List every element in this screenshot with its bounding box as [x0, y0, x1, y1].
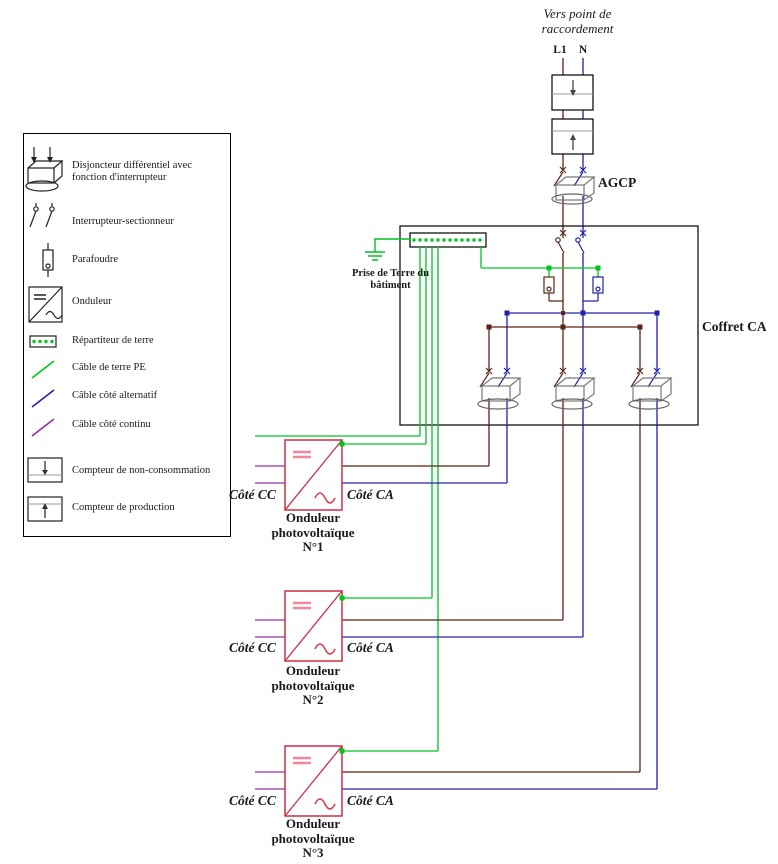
neutral-n-label: N: [578, 44, 588, 56]
legend-label-ac-cable: Câble côté alternatif: [72, 390, 158, 401]
inverter-1-name-line3: N°1: [302, 539, 324, 554]
dc-wires: [255, 465, 285, 790]
legend-label-non-consumption-meter: Compteur de non-consommation: [72, 465, 211, 476]
inverter-3-name-line2: photovoltaïque: [271, 830, 355, 846]
legend-label-earth-cable: Câble de terre PE: [72, 362, 146, 373]
earth-busbar: [409, 232, 487, 248]
non-consumption-meter: [551, 74, 594, 111]
inverter-2-symbol: [284, 590, 345, 662]
inverter-3-dc-side-label: Côté CC: [229, 793, 276, 808]
coffret-ca-box: [399, 225, 699, 426]
inverter-3-ac-side-label: Côté CA: [347, 793, 394, 808]
inverter-2-ac-side-label: Côté CA: [347, 640, 394, 655]
coffret-ca-label: Coffret CA: [702, 319, 767, 334]
legend-label-dc-cable: Câble côté continu: [72, 419, 151, 430]
circuit-breaker-3: [628, 367, 673, 410]
legend-label-switch-disconnector: Interrupteur-sectionneur: [72, 216, 174, 227]
destination-label: Vers point de raccordement: [541, 6, 614, 36]
circuit-breaker-1: [477, 367, 522, 410]
agcp-label: AGCP: [598, 175, 637, 190]
pe-wires: [255, 247, 599, 752]
circuit-breaker-2: [551, 367, 596, 410]
legend-label-rcd-breaker: Disjoncteur différentiel avec fonction d…: [72, 160, 192, 183]
inverter-2-name: Onduleur photovoltaïque N°2: [257, 663, 369, 708]
surge-protectors: [543, 276, 604, 302]
switch-disconnectors: [555, 229, 587, 254]
inverter-2-dc-side-label: Côté CC: [229, 640, 276, 655]
inverter-2-name-line3: N°2: [302, 692, 324, 707]
inverter-1-name-line2: photovoltaïque: [271, 524, 355, 540]
ac-cable-icon: [31, 389, 55, 408]
distribution-buses: [488, 312, 658, 370]
inverter-3-symbol: [284, 745, 345, 817]
inverter-1-ac-side-label: Côté CA: [347, 487, 394, 502]
agcp-breaker-symbol: [551, 166, 596, 205]
legend-label-surge-protector: Parafoudre: [72, 254, 119, 265]
earth-busbar-icon: [29, 335, 57, 348]
phase-l1-label: L1: [553, 44, 567, 56]
inverter-1-symbol: [284, 439, 345, 511]
legend-label-production-meter: Compteur de production: [72, 502, 175, 513]
legend-label-earth-busbar: Répartiteur de terre: [72, 335, 154, 346]
inverter-1-name-line1: Onduleur: [285, 510, 341, 525]
inverter-3-name: Onduleur photovoltaïque N°3: [257, 816, 369, 861]
inverter-2-name-line1: Onduleur: [285, 663, 341, 678]
earth-cable-icon: [31, 360, 55, 379]
inverter-3-name-line3: N°3: [302, 845, 324, 860]
dc-cable-icon: [31, 418, 55, 437]
legend-label-inverter: Onduleur: [72, 296, 112, 307]
production-meter: [551, 118, 594, 155]
inverter-1-name: Onduleur photovoltaïque N°1: [257, 510, 369, 555]
legend-panel: [23, 133, 231, 537]
supply-wires: [562, 58, 584, 370]
inverter-1-dc-side-label: Côté CC: [229, 487, 276, 502]
switch-disconnector-icon: [29, 203, 55, 228]
rcd-breaker-icon: [25, 147, 64, 192]
earth-electrode: [365, 238, 410, 261]
inverter-icon: [28, 286, 63, 323]
earth-connection-label: Prise de Terre du bâtiment: [351, 268, 430, 291]
bus-junction-dots: [486, 310, 660, 330]
inverter-3-name-line1: Onduleur: [285, 816, 341, 831]
surge-protector-icon: [42, 243, 54, 277]
production-meter-icon: [27, 496, 63, 522]
pe-junction-dots: [339, 265, 601, 754]
ac-output-wires: [342, 398, 658, 790]
non-consumption-meter-icon: [27, 457, 63, 483]
inverter-2-name-line2: photovoltaïque: [271, 677, 355, 693]
